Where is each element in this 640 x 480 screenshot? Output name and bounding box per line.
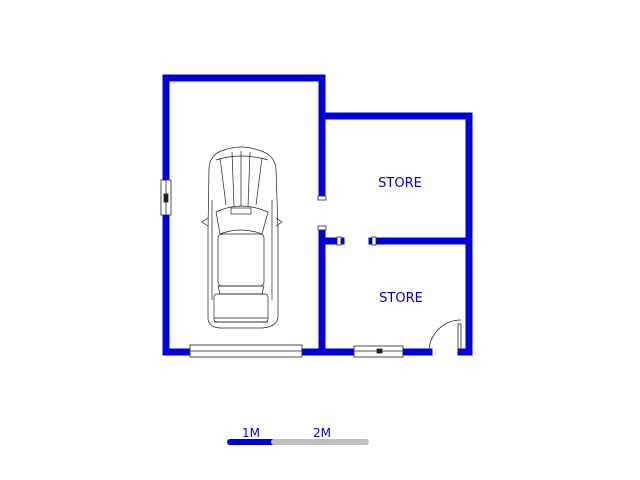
scale-label-2m: 2M <box>313 426 331 440</box>
scale-label-1m: 1M <box>242 426 260 440</box>
walls <box>162 74 473 356</box>
room-label-lower-store: STORE <box>379 291 423 306</box>
car-icon <box>201 146 283 329</box>
garage-store-opening <box>317 195 377 246</box>
store-bottom-window <box>353 345 404 358</box>
garage-door <box>189 344 303 358</box>
doors <box>317 195 462 353</box>
store-entry-door <box>428 319 462 353</box>
room-label-upper-store: STORE <box>378 176 422 191</box>
windows <box>160 179 404 358</box>
garage-side-window <box>160 179 172 216</box>
scale-bar: 1M 2M <box>227 426 369 445</box>
